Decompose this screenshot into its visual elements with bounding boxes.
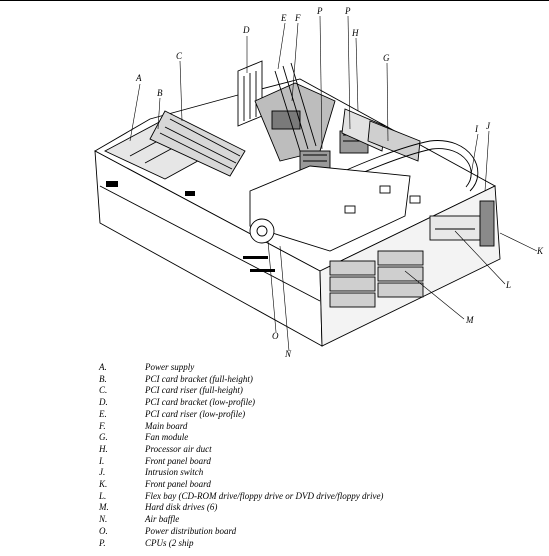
legend-text: PCI card riser (low-profile)	[145, 408, 246, 419]
legend: A. Power supply B. PCI card bracket (full-…	[99, 362, 539, 549]
callout-d: D	[242, 25, 250, 35]
legend-text: Processor air duct	[145, 443, 212, 454]
callout-l: L	[505, 280, 511, 290]
legend-item: A. Power supply	[99, 362, 539, 374]
legend-letter: K.	[99, 479, 108, 490]
legend-letter: B.	[99, 373, 107, 384]
front-grille	[479, 200, 495, 247]
legend-letter: I.	[99, 455, 105, 466]
legend-item: C. PCI card riser (full-height)	[99, 385, 539, 397]
legend-item: G. Fan module	[99, 432, 539, 444]
callout-p1: P	[316, 6, 323, 16]
legend-text: Front panel board	[145, 479, 211, 490]
air-baffle-shape	[249, 165, 411, 252]
legend-item: N. Air baffle	[99, 514, 539, 526]
legend-item: B. PCI card bracket (full-height)	[99, 374, 539, 386]
callout-h: H	[351, 28, 359, 38]
legend-text: Power supply	[145, 362, 195, 372]
legend-text: Fan module	[145, 432, 189, 443]
legend-letter: D.	[99, 397, 108, 408]
legend-letter: N.	[99, 514, 108, 525]
legend-item: D. PCI card bracket (low-profile)	[99, 397, 539, 409]
legend-letter: J.	[99, 467, 106, 478]
legend-text: Hard disk drives (6)	[145, 502, 218, 513]
legend-item: K. Front panel board	[99, 479, 539, 491]
server-chassis-illustration: A B C D E F P P H G I J K L M O N	[94, 6, 544, 359]
legend-text: Flex bay (CD-ROM drive/floppy drive or D…	[145, 490, 384, 501]
legend-item: L. Flex bay (CD-ROM drive/floppy drive or…	[99, 491, 539, 503]
callout-i: I	[474, 124, 479, 134]
legend-text: PCI card riser (full-height)	[145, 385, 243, 396]
callout-p2: P	[344, 6, 351, 16]
legend-item: I. Front panel board	[99, 456, 539, 468]
legend-text: Air baffle	[145, 514, 180, 525]
legend-text: Intrusion switch	[145, 467, 204, 478]
legend-item: F. Main board	[99, 421, 539, 433]
legend-item: E. PCI card riser (low-profile)	[99, 409, 539, 421]
legend-text: Main board	[145, 420, 188, 431]
legend-letter: G.	[99, 432, 108, 443]
legend-text: Power distribution board	[145, 525, 237, 536]
legend-item: J. Intrusion switch	[99, 467, 539, 479]
flex-bay-shape	[429, 215, 481, 241]
callout-b: B	[157, 88, 163, 98]
legend-letter: M.	[99, 502, 109, 513]
fan-module-shape	[367, 120, 421, 162]
legend-letter: F.	[99, 420, 106, 431]
callout-f: F	[294, 13, 301, 23]
callout-c: C	[176, 51, 183, 61]
legend-letter: H.	[99, 443, 108, 454]
hdd-bay-shape	[329, 250, 424, 308]
legend-text: PCI card bracket (full-height)	[145, 373, 253, 384]
legend-letter: A.	[99, 362, 107, 372]
callout-o: O	[272, 331, 279, 341]
legend-item: O. Power distribution board	[99, 526, 539, 538]
legend-letter: C.	[99, 385, 108, 396]
callout-m: M	[465, 315, 474, 325]
legend-letter: O.	[99, 525, 108, 536]
legend-text: Front panel board	[145, 455, 211, 466]
legend-item: M. Hard disk drives (6)	[99, 502, 539, 514]
legend-letter: L.	[99, 490, 107, 501]
legend-text: PCI card bracket (low-profile)	[145, 397, 256, 408]
callout-e: E	[280, 13, 287, 23]
legend-item: H. Processor air duct	[99, 444, 539, 456]
legend-text: CPUs (2 ship	[145, 537, 194, 548]
callout-g: G	[383, 53, 390, 63]
callout-j: J	[486, 121, 491, 131]
callout-a: A	[135, 73, 142, 83]
legend-letter: P.	[99, 537, 106, 548]
callout-k: K	[536, 246, 544, 256]
callout-n: N	[284, 349, 292, 359]
legend-letter: E.	[99, 408, 107, 419]
legend-item: P. CPUs (2 ship	[99, 538, 539, 550]
